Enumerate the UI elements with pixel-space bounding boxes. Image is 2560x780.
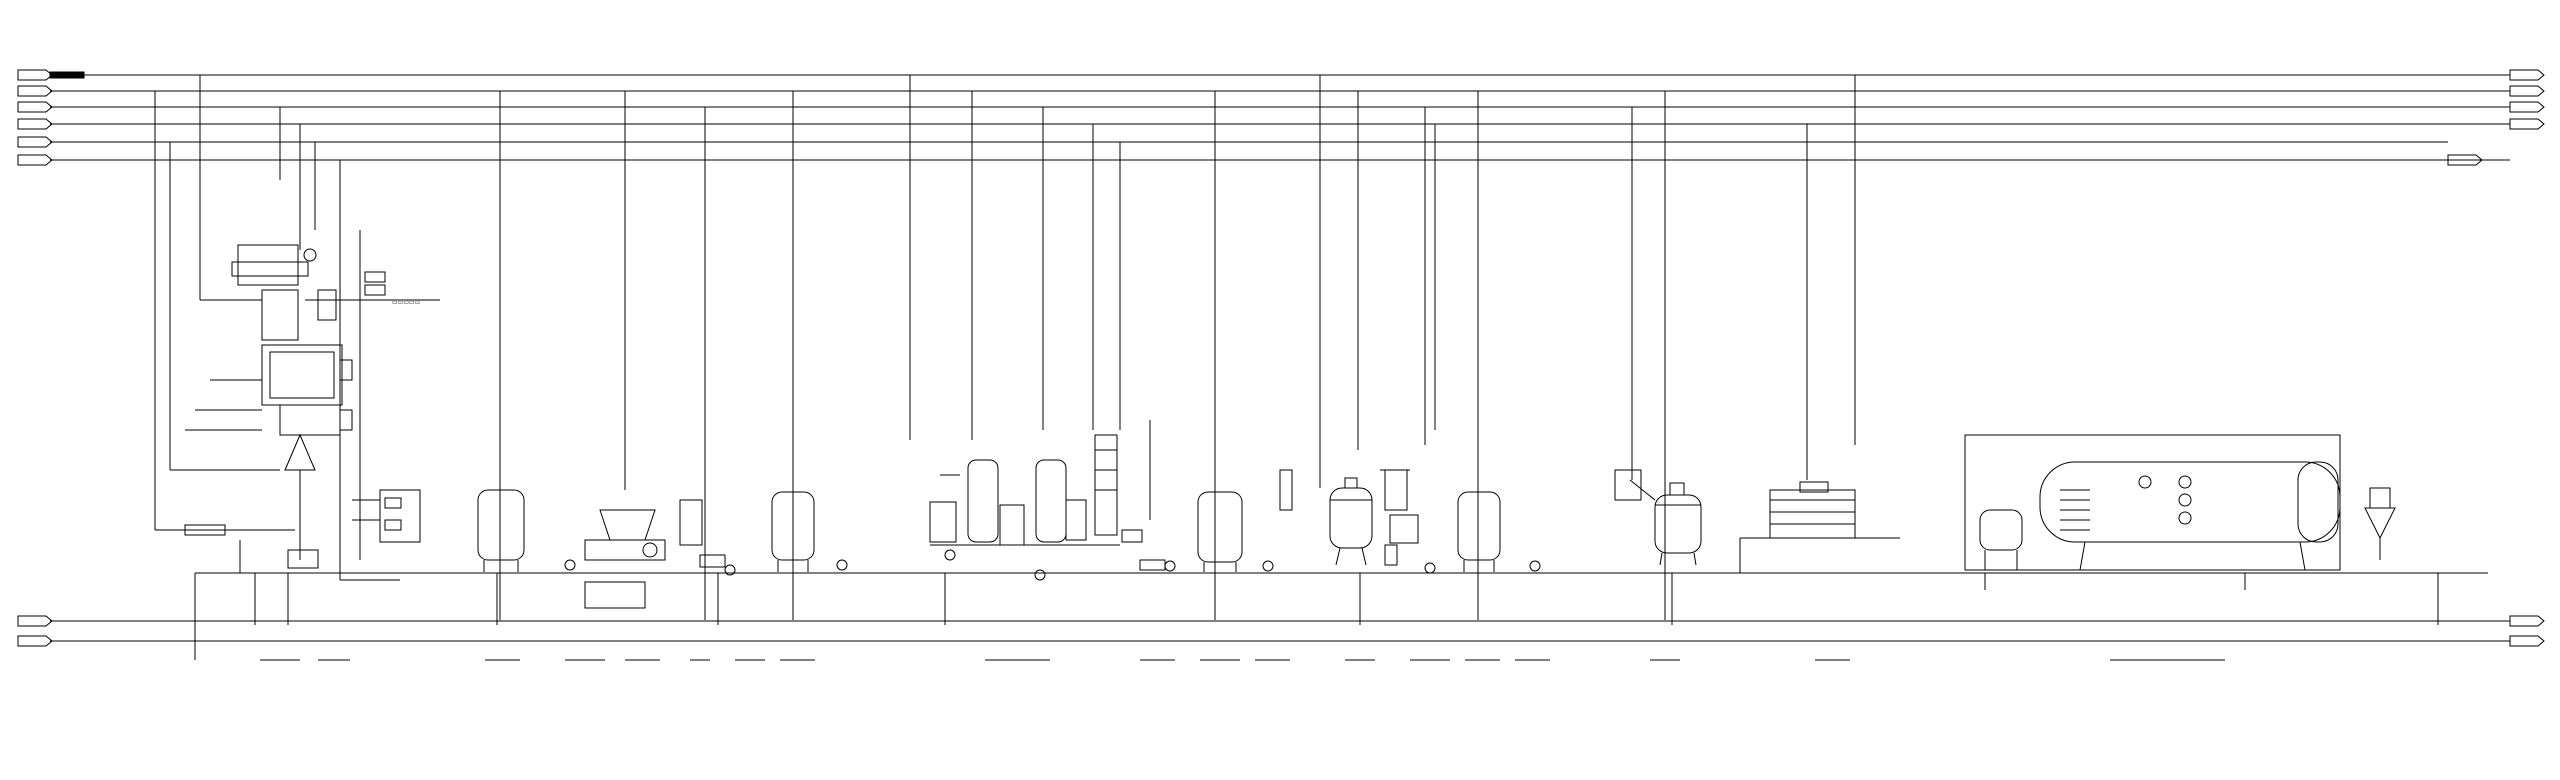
line-tag-right-6	[2509, 615, 2545, 627]
process-main-line	[194, 540, 2439, 660]
utility-header-lines	[49, 71, 2510, 161]
evaporator-pair	[929, 459, 1120, 581]
column	[1094, 420, 1176, 572]
small-reactor	[1979, 509, 2023, 570]
line-tag-right-7	[2509, 635, 2545, 647]
line-tag-right-1	[2509, 69, 2545, 81]
condenser-group	[1380, 469, 1436, 574]
right-line-tags	[2447, 69, 2545, 647]
line-tag-left-8	[17, 635, 53, 647]
evaporator-tower-left: ▭▭▭▭▭	[155, 230, 440, 581]
line-tag-left-7	[17, 615, 53, 627]
line-tag-left-2	[17, 85, 53, 97]
line-tag-right-3	[2509, 101, 2545, 113]
line-tag-left-4	[17, 118, 53, 130]
svg-text:▭▭▭▭▭: ▭▭▭▭▭	[392, 299, 420, 306]
centrifuge	[564, 509, 666, 609]
left-line-tags	[17, 69, 53, 647]
cone-hopper	[2364, 487, 2396, 560]
tank-2	[771, 491, 848, 572]
tank-3	[1197, 469, 1293, 572]
heat-exchanger-block	[1739, 481, 1900, 573]
line-tag-left-1	[17, 69, 53, 81]
line-tag-right-2	[2509, 85, 2545, 97]
reactor-2	[1614, 469, 1702, 566]
tank-1	[477, 489, 525, 572]
line-tag-left-3	[17, 101, 53, 113]
line-tag-left-5	[17, 136, 53, 148]
vertical-drops	[154, 75, 1856, 620]
utility-footer-lines	[50, 572, 2510, 642]
tank-4	[1457, 491, 1541, 572]
filter-unit	[679, 499, 736, 576]
line-tag-right-5	[2447, 154, 2483, 166]
line-tag-left-6	[17, 154, 53, 166]
line-tag-right-4	[2509, 118, 2545, 130]
reactor-1	[1319, 440, 1373, 566]
horizontal-vessel	[1964, 434, 2341, 571]
